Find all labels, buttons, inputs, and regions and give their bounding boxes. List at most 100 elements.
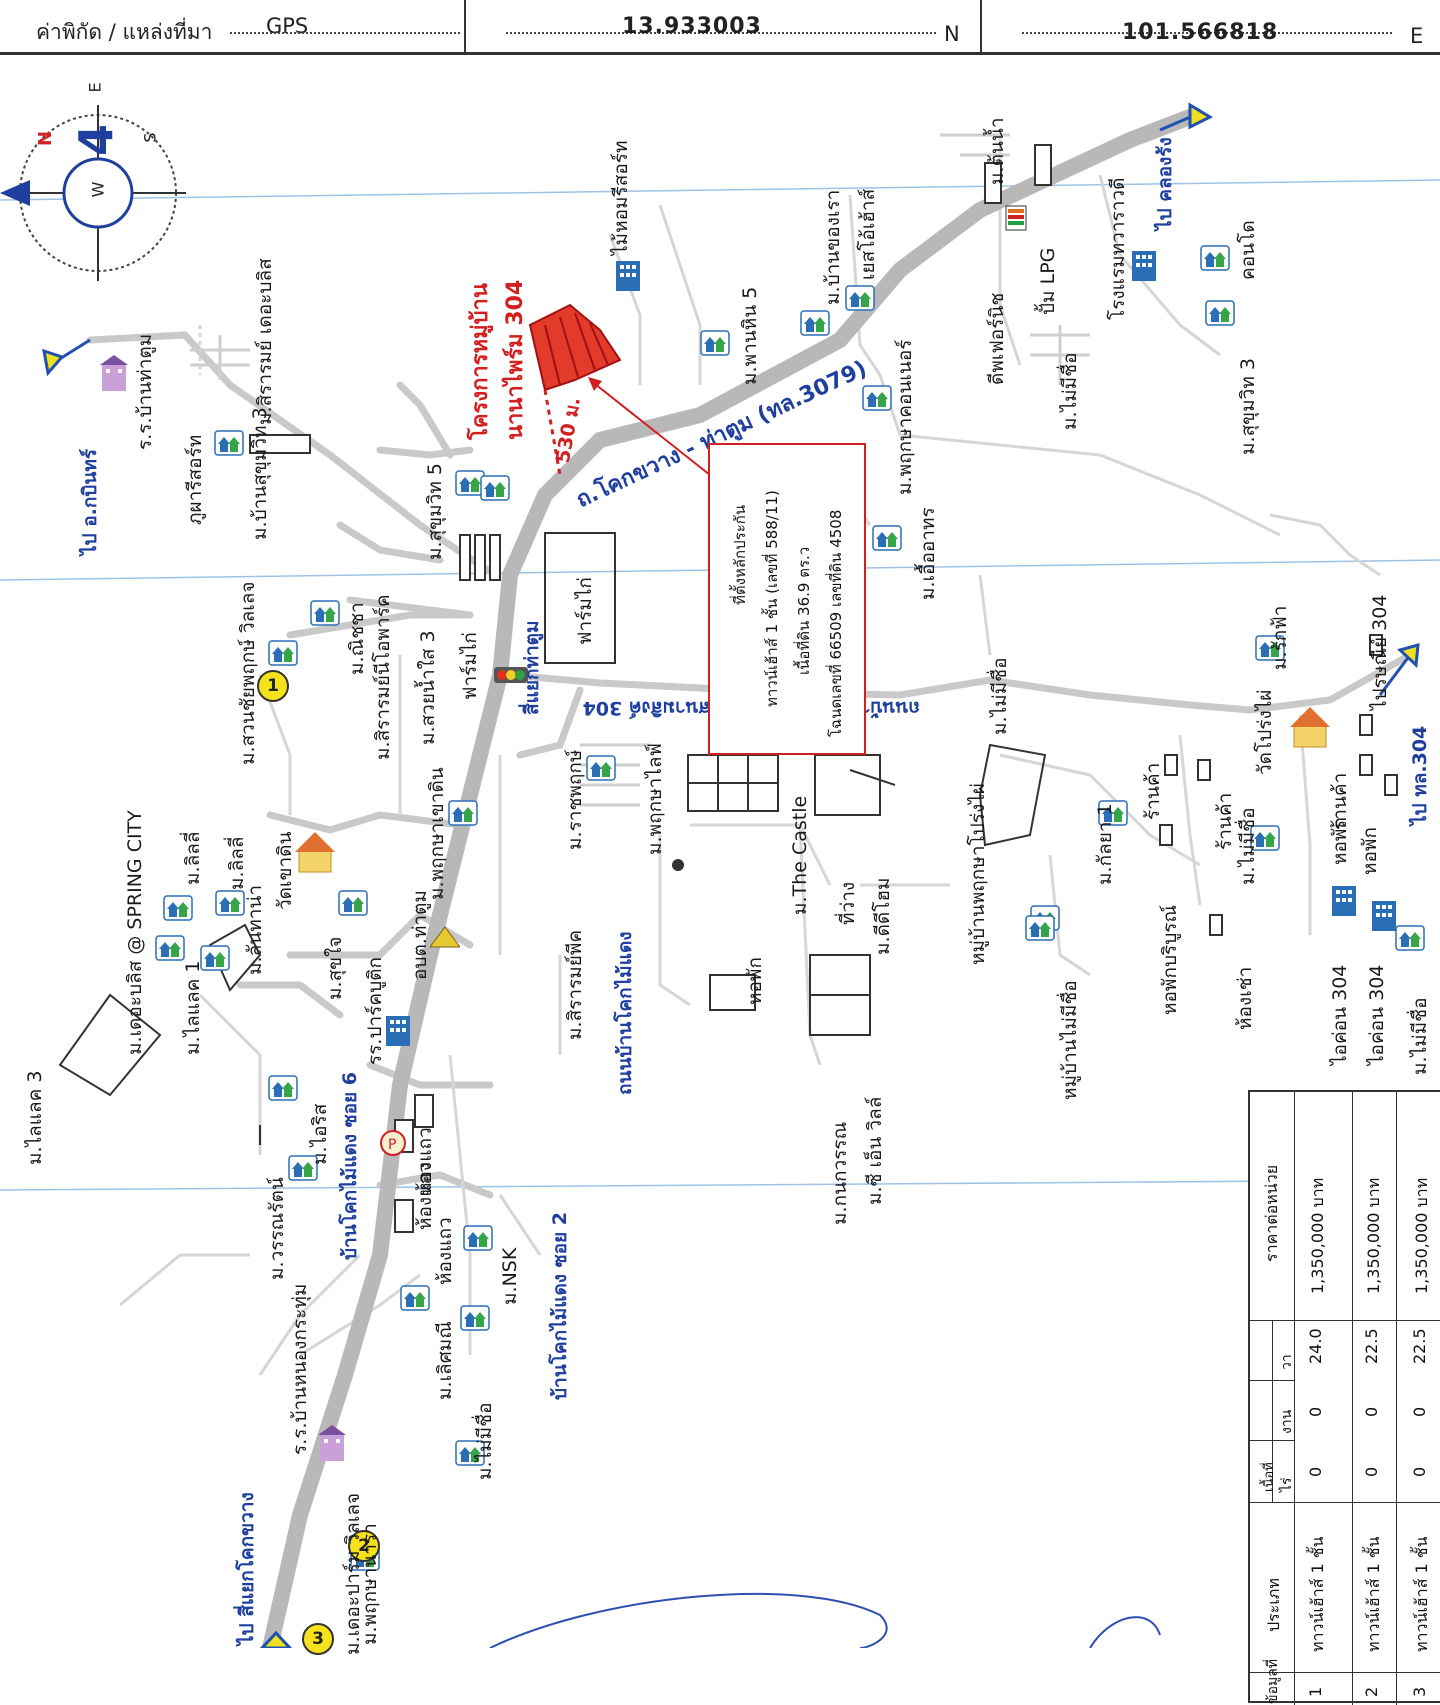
place-label: ม.พฤกษาไลฟ์ <box>644 743 666 855</box>
place-label: ม.เดอะบลิส @ SPRING CITY <box>124 810 146 1055</box>
row1-rai: 0 <box>1306 1466 1325 1477</box>
village-icon <box>1395 925 1425 951</box>
row3-wa: 22.5 <box>1410 1328 1429 1364</box>
row2-ngan: 0 <box>1362 1406 1381 1417</box>
pointer-arrowhead <box>588 377 602 391</box>
row2-rai: 0 <box>1362 1466 1381 1477</box>
place-label: ม.วรรณรัตน์ <box>266 1177 288 1280</box>
junction-dot <box>672 859 684 871</box>
village-icon <box>480 475 510 501</box>
project-name-line1: โครงการหมู่บ้าน <box>468 283 493 440</box>
small-buildings <box>249 144 1398 1233</box>
place-label: ไอค่อน 304 <box>1329 964 1351 1065</box>
place-label: โรงแรมทวาราวดี <box>1107 177 1129 320</box>
row1-wa: 24.0 <box>1306 1328 1325 1364</box>
village-icon <box>1205 300 1235 326</box>
row3-rai: 0 <box>1410 1466 1429 1477</box>
row3-ngan: 0 <box>1410 1406 1429 1417</box>
place-label: ม.สวยน้ำใส 3 <box>417 630 439 745</box>
place-label: ม.สิรารมย์นีโอพาร์ค <box>372 594 394 760</box>
location-map[interactable]: N E S W 4 ถ.โคกขวาง - ท่าตูม (ทล.3079) ถ… <box>0 55 1440 1705</box>
temple-icon <box>295 832 335 873</box>
village-icon <box>463 1225 493 1251</box>
compass-n-label: N <box>35 130 57 147</box>
place-label: วัดเขาดิน <box>274 831 296 911</box>
place-label: หมู่บ้านไม่มีชื่อ <box>1059 980 1081 1100</box>
infobox-line2: ทาวน์เฮ้าส์ 1 ชั้น (เลขที่ 588/11) <box>763 490 781 707</box>
row3-price: 1,350,000 บาท <box>1412 1177 1431 1294</box>
place-label: ม.บ้านของเรา <box>822 189 844 305</box>
project-plot <box>528 303 622 392</box>
village-icon <box>1025 915 1055 941</box>
place-label: ม.กัลยา 1 <box>1094 803 1116 885</box>
place-label: ม.ลันทาน่า <box>244 884 266 975</box>
place-label: ไอค่อน 304 <box>1366 964 1388 1065</box>
village-icon <box>586 755 616 781</box>
pointer-line <box>589 379 711 476</box>
map-base <box>0 102 1440 1648</box>
place-label: หอพัก <box>1329 817 1351 865</box>
place-label: ม.ไลแลค 3 <box>24 1070 46 1166</box>
village-icon <box>155 935 185 961</box>
latitude-cell: 13.933003 N <box>466 0 982 52</box>
condo-building-icon <box>1372 901 1396 931</box>
row2-wa: 22.5 <box>1362 1328 1381 1364</box>
place-label: เยสโอ้เฮ้าส์ <box>857 188 879 280</box>
to-kabin-label: ไป อ.กบินทร์ <box>79 448 101 555</box>
village-icon <box>700 330 730 356</box>
pen-stroke <box>1089 1616 1161 1648</box>
coord-source-cell: ค่าพิกัด / แหล่งที่มา GPS <box>0 0 466 52</box>
grid-line <box>0 179 1440 201</box>
place-label: ม.ไม่มีชื่อ <box>474 1402 496 1480</box>
junction-khokkhwang-label: ไป สี่แยกโคกขวาง <box>236 1492 258 1645</box>
place-label: ที่ว่าง <box>837 881 859 925</box>
village-icon <box>448 800 478 826</box>
place-label: ม.สวนชัยพฤกษ์ วิลเลจ <box>237 581 259 765</box>
minor-roads <box>86 331 1414 1199</box>
village-icon <box>288 1155 318 1181</box>
place-label: ม.กนกวรรณ <box>829 1121 851 1225</box>
school-building-icon <box>100 355 128 391</box>
compass-w-label: W <box>88 181 108 198</box>
row1-type: ทาวน์เฮ้าส์ 1 ชั้น <box>1308 1536 1327 1652</box>
place-label: หมู่บ้านพฤกษาโปร่งไผ่ <box>967 783 989 965</box>
village-icon <box>214 430 244 456</box>
village-icon <box>400 1285 430 1311</box>
place-label: ร้านค้า <box>1142 762 1164 820</box>
place-label: ม.เดอะปาร์ม วิลเลจ <box>342 1492 364 1655</box>
road-soi2-label: บ้านโคกไม้แดง ซอย 2 <box>549 1212 571 1400</box>
place-label: ม.พฤกษาเขาดิน <box>426 767 448 900</box>
infobox-line4: โฉนดเลขที่ 66509 เลขที่ดิน 4508 <box>827 509 845 737</box>
village-icon <box>310 600 340 626</box>
place-label: ม.บ้านสุขุมวิท 3 <box>249 407 271 540</box>
place-label: ม.สุขุมวิท 5 <box>424 463 446 560</box>
svg-text:P: P <box>388 1137 396 1153</box>
pin-3: 3 <box>302 1623 334 1655</box>
place-label: ร.ร.บ้านหนองกระทุ่ม <box>289 1283 311 1455</box>
row1-no: 1 <box>1306 1686 1325 1697</box>
place-label: ม.The Castle <box>789 795 811 915</box>
village-icon <box>845 285 875 311</box>
place-label: ห้องแถว <box>414 1127 436 1195</box>
place-label: ม.พฤกษาคอนเนอร์ <box>894 339 916 496</box>
village-icon <box>1200 245 1230 271</box>
place-label: ปั้ม LPG <box>1037 247 1059 315</box>
row2-price: 1,350,000 บาท <box>1364 1177 1383 1294</box>
outlined-plots <box>58 532 1047 1145</box>
row3-type: ทาวน์เฮ้าส์ 1 ชั้น <box>1412 1536 1431 1652</box>
place-label: ม.ต้นน้ำ <box>986 117 1008 185</box>
place-label: ม.ราชพฤกษ์ <box>564 749 586 850</box>
place-label: ม.ไม่มีชื่อ <box>1237 807 1259 885</box>
place-label: ม.ซี เอ็น วิลล์ <box>864 1096 886 1205</box>
place-label: ม.ไม่มีชื่อ <box>989 657 1011 735</box>
gas-station-icon: P <box>380 1130 406 1156</box>
main-road <box>262 107 1203 1648</box>
place-label: ม.ไลแลค 1 <box>182 960 204 1056</box>
table-header-price: ราคาต่อหน่วย <box>1262 1164 1281 1262</box>
place-label: ไปรษณีย์ 304 <box>1369 594 1391 710</box>
row2-type: ทาวน์เฮ้าส์ 1 ชั้น <box>1364 1536 1383 1652</box>
village-icon <box>1098 800 1128 826</box>
place-label: ม.สุขุมวิท 3 <box>1237 358 1259 455</box>
table-header-rai: ไร่ <box>1279 1477 1295 1492</box>
infobox-line3: เนื้อที่ดิน 36.9 ตร.ว <box>795 546 813 675</box>
